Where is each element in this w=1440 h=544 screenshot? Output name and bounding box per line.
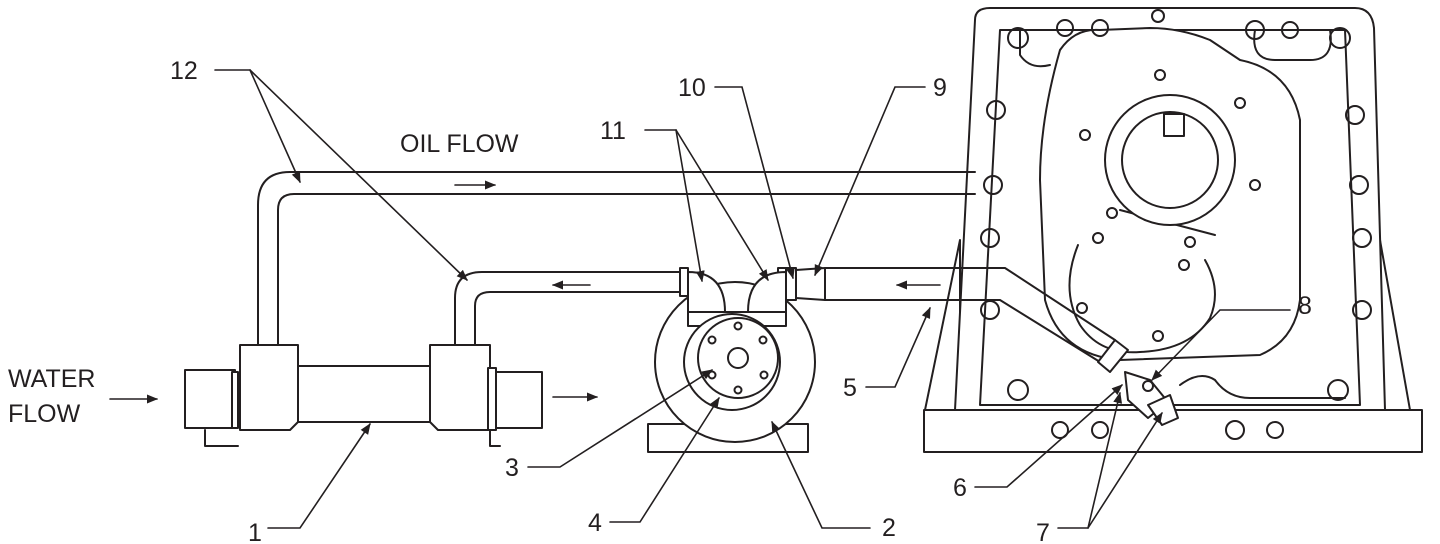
reducer-9 bbox=[795, 267, 826, 301]
pump-cover bbox=[697, 317, 779, 399]
cooler-shell bbox=[291, 365, 433, 423]
leader-9 bbox=[814, 86, 926, 277]
leader-10 bbox=[714, 86, 795, 280]
leader-3 bbox=[527, 369, 713, 468]
top-notch bbox=[1253, 29, 1332, 61]
cooler-right-support bbox=[489, 429, 501, 447]
text-labels: OIL FLOW WATER FLOW 1 2 3 4 5 6 7 8 9 10… bbox=[8, 57, 1312, 544]
callout-11: 11 bbox=[600, 117, 626, 145]
cooler-left-head bbox=[239, 344, 299, 431]
leader-7b bbox=[1087, 412, 1163, 529]
leader-2 bbox=[771, 420, 871, 529]
cover-bolts bbox=[1076, 69, 1261, 342]
fitting-stem bbox=[1142, 380, 1154, 392]
callout-3: 3 bbox=[505, 454, 519, 482]
callout-8: 8 bbox=[1298, 292, 1312, 320]
gear-reducer-housing bbox=[923, 7, 1423, 453]
pump-shaft bbox=[727, 347, 749, 369]
top-left-notch bbox=[1019, 29, 1051, 68]
pump-to-cooler-pipe-outer bbox=[454, 271, 681, 346]
water-flow-label-line1: WATER bbox=[8, 365, 96, 393]
callout-2: 2 bbox=[882, 514, 896, 542]
pump-outlet-elbow bbox=[687, 271, 726, 313]
leader-5 bbox=[865, 306, 931, 388]
callout-6: 6 bbox=[953, 474, 967, 502]
cooler-left-flange bbox=[231, 371, 239, 429]
callout-12: 12 bbox=[170, 57, 198, 85]
bottom-recess bbox=[1179, 375, 1346, 399]
callout-10: 10 bbox=[678, 74, 706, 102]
leader-11b bbox=[675, 129, 769, 281]
return-pipe-outer bbox=[257, 171, 976, 346]
leader-1 bbox=[267, 423, 371, 529]
flange-bolts bbox=[980, 9, 1372, 440]
suction-pipe-inner bbox=[824, 299, 1101, 363]
leader-12a bbox=[214, 69, 301, 184]
heat-exchanger bbox=[184, 344, 543, 447]
cooler-right-flange bbox=[487, 367, 497, 431]
leader-4 bbox=[609, 397, 720, 523]
leader-12b bbox=[249, 69, 468, 281]
housing-inner-edge bbox=[979, 29, 1361, 406]
flow-arrows bbox=[109, 180, 941, 404]
callout-7: 7 bbox=[1036, 519, 1050, 544]
left-foot-rib bbox=[924, 239, 961, 411]
callout-4: 4 bbox=[588, 509, 602, 537]
suction-pipe-end bbox=[1097, 339, 1129, 373]
pump-to-cooler-pipe-inner bbox=[474, 291, 681, 346]
piping bbox=[257, 171, 1129, 373]
pump-assembly bbox=[647, 271, 816, 453]
lower-cover-arc bbox=[1068, 244, 1216, 354]
leader-6 bbox=[974, 384, 1123, 488]
cooler-right-head bbox=[429, 344, 491, 431]
cooler-left-end-cap bbox=[184, 369, 236, 429]
callout-1: 1 bbox=[248, 519, 262, 544]
oil-flow-label: OIL FLOW bbox=[400, 130, 519, 158]
drain-fittings bbox=[1124, 371, 1179, 426]
cooler-left-support bbox=[204, 429, 239, 447]
callout-5: 5 bbox=[843, 374, 857, 402]
shaft-key bbox=[1163, 113, 1185, 137]
cooler-right-end-cap bbox=[495, 371, 543, 429]
suction-pipe-outer bbox=[824, 267, 1116, 341]
leader-8 bbox=[1151, 309, 1291, 381]
shaft-bore-inner bbox=[1121, 111, 1219, 209]
pump-outlet-flange bbox=[679, 267, 689, 297]
water-flow-label-line2: FLOW bbox=[8, 400, 81, 428]
leader-11a bbox=[644, 129, 705, 283]
return-pipe-inner bbox=[277, 193, 976, 346]
callout-9: 9 bbox=[933, 74, 947, 102]
leader-lines bbox=[214, 69, 1291, 529]
